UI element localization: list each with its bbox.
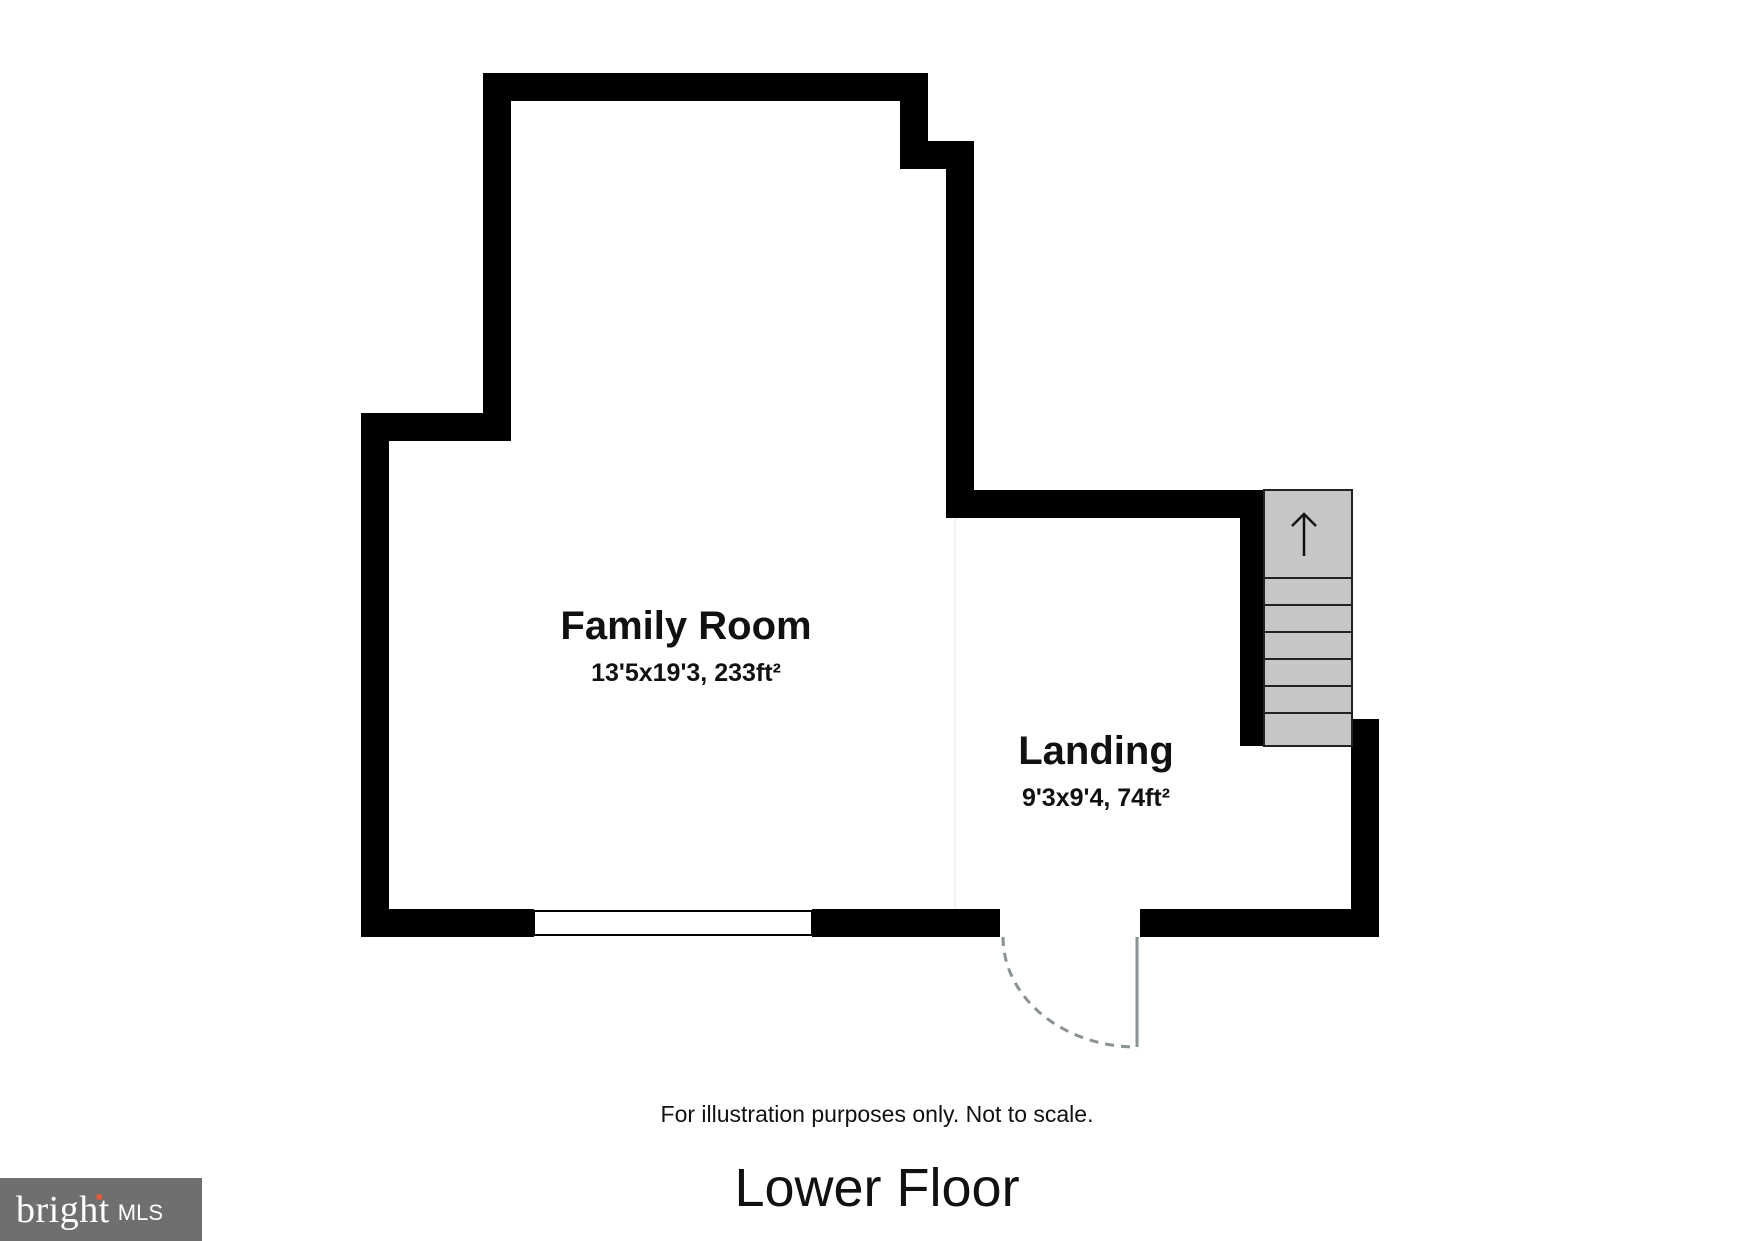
wall-segment — [946, 141, 974, 518]
wall-segment — [361, 909, 534, 937]
window — [533, 910, 813, 936]
wall-segment — [483, 73, 511, 441]
disclaimer-text: For illustration purposes only. Not to s… — [660, 1101, 1094, 1127]
room-name-landing: Landing — [1018, 729, 1174, 773]
wall-segment — [361, 413, 389, 937]
room-dims-landing: 9'3x9'4, 74ft² — [1022, 784, 1170, 812]
wall-segment — [946, 490, 1258, 518]
staircase — [1263, 489, 1353, 747]
logo-dot-icon — [95, 1193, 102, 1200]
stairs-body — [1263, 489, 1353, 747]
arrow-up-icon — [1291, 512, 1317, 556]
logo-suffix: MLS — [117, 1199, 164, 1225]
logo-word-text: bright — [16, 1188, 110, 1231]
walls — [361, 73, 1379, 937]
room-name-family-room: Family Room — [560, 604, 811, 648]
room-dims-family-room: 13'5x19'3, 233ft² — [591, 659, 781, 687]
wall-segment — [483, 73, 928, 101]
wall-segment — [1140, 909, 1378, 937]
wall-segment — [812, 909, 1000, 937]
entry-door — [1001, 936, 1139, 1049]
wall-segment — [1240, 490, 1264, 746]
floor-title: Lower Floor — [734, 1158, 1020, 1218]
wall-segment — [1351, 719, 1379, 937]
bright-mls-logo: bright MLS — [0, 1178, 202, 1241]
door-swing-arc — [1001, 936, 1138, 1049]
logo-word: bright — [16, 1188, 110, 1232]
